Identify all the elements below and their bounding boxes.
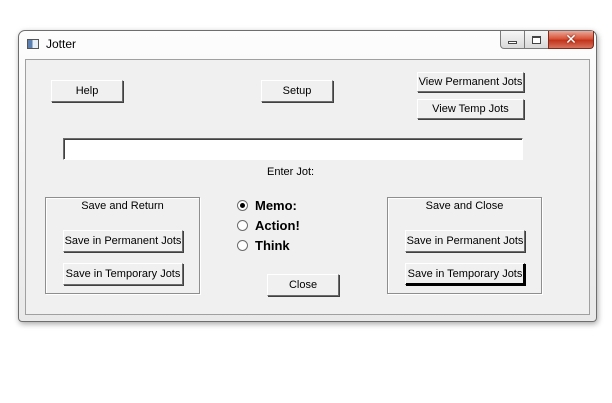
view-permanent-jots-button[interactable]: View Permanent Jots (417, 72, 524, 92)
radio-memo[interactable]: Memo: (237, 198, 297, 213)
maximize-icon (532, 35, 541, 44)
jot-input[interactable] (63, 138, 523, 160)
maximize-button[interactable] (524, 31, 549, 49)
radio-think-label: Think (255, 238, 290, 253)
close-icon: ✕ (565, 31, 577, 48)
return-save-temporary-button[interactable]: Save in Temporary Jots (63, 263, 183, 285)
return-save-permanent-button[interactable]: Save in Permanent Jots (63, 230, 183, 252)
radio-button-checked[interactable] (237, 200, 248, 211)
jotter-window: Jotter ✕ Help Setup View Permanent Jots … (18, 30, 597, 322)
close-window-button[interactable]: ✕ (548, 31, 594, 49)
view-temp-jots-button[interactable]: View Temp Jots (417, 99, 524, 119)
close-save-permanent-button[interactable]: Save in Permanent Jots (405, 230, 525, 252)
minimize-button[interactable] (500, 31, 525, 49)
radio-button[interactable] (237, 240, 248, 251)
close-save-temporary-button[interactable]: Save in Temporary Jots (405, 263, 525, 285)
radio-button[interactable] (237, 220, 248, 231)
save-and-return-title: Save and Return (81, 200, 164, 212)
radio-action-label: Action! (255, 218, 300, 233)
save-and-close-title: Save and Close (425, 200, 504, 212)
minimize-icon (508, 41, 517, 44)
save-and-close-group: Save and Close Save in Permanent Jots Sa… (387, 197, 542, 294)
radio-memo-label: Memo: (255, 198, 297, 213)
radio-think[interactable]: Think (237, 238, 290, 253)
radio-action[interactable]: Action! (237, 218, 300, 233)
help-button[interactable]: Help (51, 80, 123, 102)
app-window-icon (27, 39, 39, 49)
close-button[interactable]: Close (267, 274, 339, 296)
title-bar[interactable]: Jotter ✕ (19, 31, 596, 57)
save-and-return-group: Save and Return Save in Permanent Jots S… (45, 197, 200, 294)
client-area: Help Setup View Permanent Jots View Temp… (25, 59, 590, 315)
jot-label: Enter Jot: (267, 166, 315, 178)
window-title: Jotter (46, 37, 77, 51)
setup-button[interactable]: Setup (261, 80, 333, 102)
